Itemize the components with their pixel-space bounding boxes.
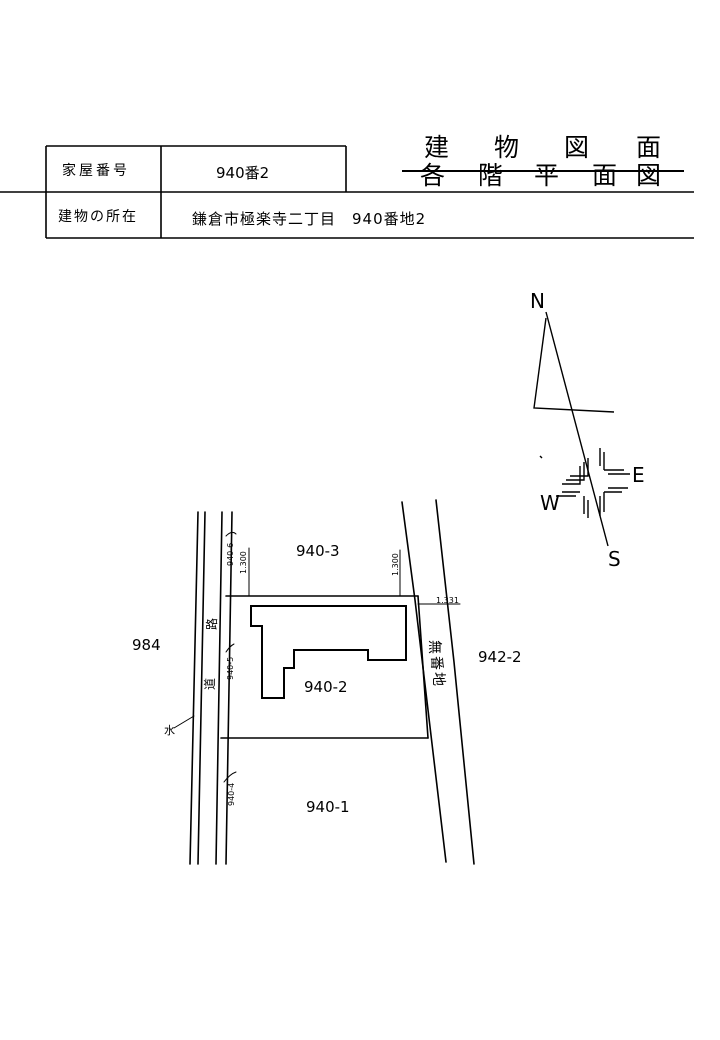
compass-north: N — [530, 289, 545, 313]
subtitle-char: 図 — [636, 161, 662, 190]
compass-south: S — [608, 547, 621, 571]
strikethrough-line — [402, 170, 684, 172]
subtitle-char: 面 — [592, 161, 618, 190]
subtitle-char: 階 — [478, 161, 504, 190]
unnumbered-land-char: 無 — [426, 640, 442, 654]
lot-label-north: 940-3 — [296, 542, 340, 560]
title-char: 物 — [494, 133, 520, 162]
compass-dot — [539, 455, 543, 459]
compass-axis — [545, 311, 609, 547]
unnumbered-land-char: 地 — [430, 672, 446, 686]
leader-channel — [173, 715, 195, 729]
lot-940-2-east-line — [417, 595, 429, 739]
lot-label-main: 940-2 — [304, 678, 348, 696]
subtitle-char: 平 — [534, 161, 560, 190]
title-char: 図 — [564, 133, 590, 162]
location-value: 鎌倉市極楽寺二丁目 940番地2 — [192, 210, 427, 228]
lot-label-east: 942-2 — [478, 648, 522, 666]
east-boundary-inner — [401, 501, 447, 863]
compass-east: E — [632, 463, 645, 487]
road-char: 道 — [203, 678, 217, 690]
road-east-edge — [225, 511, 233, 865]
compass-cross-icon — [556, 448, 630, 518]
leader-940-6 — [225, 531, 237, 537]
house-number-value: 940番2 — [216, 164, 270, 182]
road-lot-label: 940-5 — [226, 657, 235, 680]
location-label: 建物の所在 — [58, 209, 138, 225]
dimension-label: 1.331 — [436, 596, 459, 605]
channel-line-inner — [197, 511, 206, 865]
channel-line-outer — [189, 511, 199, 865]
subtitle-char: 各 — [420, 161, 446, 190]
unnumbered-land-char: 番 — [428, 656, 444, 670]
east-boundary-outer — [435, 499, 475, 865]
road-char: 路 — [204, 618, 219, 630]
road-lot-label: 940-6 — [226, 543, 235, 566]
north-arrow-icon — [533, 317, 615, 413]
road-lot-label: 940-4 — [227, 783, 236, 806]
dimension-label: 1.300 — [391, 553, 400, 576]
building-footprint — [250, 605, 407, 699]
house-number-label: 家屋番号 — [62, 163, 130, 179]
channel-label: 水 — [164, 724, 175, 737]
dimension-label: 1.300 — [239, 551, 248, 574]
title-char: 面 — [636, 133, 662, 162]
lot-label-west: 984 — [132, 636, 161, 654]
road-west-edge — [215, 511, 223, 865]
title-char: 建 — [424, 133, 450, 162]
lot-label-south: 940-1 — [306, 798, 350, 816]
leader-940-4 — [223, 771, 237, 783]
leader-940-5 — [225, 643, 235, 653]
compass-west: W — [540, 491, 560, 515]
